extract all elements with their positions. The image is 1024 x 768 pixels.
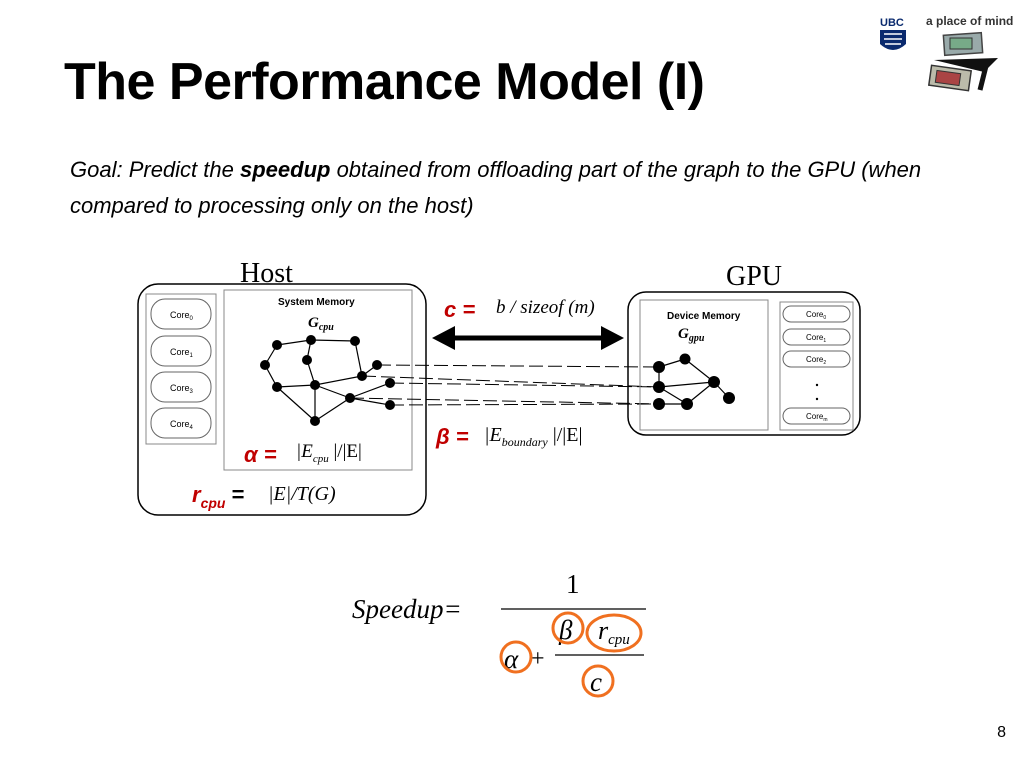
g-gpu-label: Ggpu bbox=[678, 326, 705, 344]
gpu-cores-panel bbox=[779, 301, 854, 431]
host-cores-panel bbox=[145, 293, 217, 445]
beta-highlight bbox=[551, 611, 585, 645]
speedup-r: rcpu bbox=[598, 616, 630, 648]
host-box bbox=[137, 283, 427, 516]
alpha-expression: |Ecpu |/|E| bbox=[296, 441, 362, 465]
host-graph-nodes bbox=[260, 335, 395, 426]
system-memory-box bbox=[223, 289, 413, 471]
logo-tagline: a place of mind bbox=[926, 14, 1014, 28]
gpu-core-m: Corem bbox=[806, 412, 828, 423]
host-graph-edges bbox=[264, 339, 391, 422]
alpha-label: α = bbox=[244, 442, 277, 467]
beta-label: β = bbox=[435, 424, 469, 449]
goal-bold: speedup bbox=[239, 157, 331, 182]
speedup-numerator: 1 bbox=[566, 569, 580, 599]
host-core-3: Core3 bbox=[170, 383, 194, 395]
gpu-core-2: Core2 bbox=[806, 355, 826, 366]
goal-prefix: Goal: Predict the bbox=[70, 157, 240, 182]
rcpu-expression: |E|/T(G) bbox=[268, 483, 336, 505]
boundary-edges bbox=[349, 364, 660, 406]
rcpu-highlight bbox=[585, 613, 643, 653]
g-cpu-label: Gcpu bbox=[308, 315, 334, 333]
speedup-lhs: Speedup= bbox=[352, 594, 462, 624]
gpu-box bbox=[627, 291, 861, 436]
speedup-dot: · bbox=[584, 617, 591, 642]
device-memory-box bbox=[639, 299, 769, 431]
device-memory-label: Device Memory bbox=[667, 311, 741, 322]
speedup-c: c bbox=[590, 667, 602, 697]
speedup-formula: Speedup= 1 α + β · rcpu c bbox=[352, 569, 646, 697]
gpu-graph-nodes bbox=[653, 353, 735, 410]
page-number: 8 bbox=[997, 724, 1006, 741]
gpu-graph-edges bbox=[658, 358, 730, 405]
host-core-4: Core4 bbox=[170, 419, 194, 431]
speedup-beta: β bbox=[558, 615, 573, 645]
goal-suffix: obtained from offloading part of the gra… bbox=[70, 157, 922, 218]
c-label: c = bbox=[444, 297, 475, 322]
alpha-highlight bbox=[499, 640, 533, 674]
system-memory-label: System Memory bbox=[278, 297, 355, 308]
gpu-core-1: Core1 bbox=[806, 333, 826, 344]
gpu-label: GPU bbox=[726, 261, 782, 292]
speedup-alpha: α bbox=[504, 644, 519, 674]
speedup-plus: + bbox=[531, 646, 545, 672]
host-core-0: Core0 bbox=[170, 310, 194, 322]
c-expression: b / sizeof (m) bbox=[496, 297, 595, 318]
ubc-logo: UBC bbox=[880, 17, 906, 50]
host-core-list: Core0 Core1 Core3 Core4 bbox=[150, 298, 212, 439]
rcpu-label: rcpu = bbox=[192, 482, 244, 511]
ubc-logo-text: UBC bbox=[880, 17, 904, 29]
host-label: Host bbox=[240, 258, 293, 289]
beta-expression: |Eboundary |/|E| bbox=[484, 424, 583, 449]
host-core-1: Core1 bbox=[170, 347, 194, 359]
transfer-arrow bbox=[432, 326, 624, 350]
goal-text: Goal: Predict the speedup obtained from … bbox=[70, 152, 950, 224]
chip-logo-icon bbox=[927, 31, 998, 92]
highlight-circles bbox=[499, 611, 643, 698]
slide-title: The Performance Model (I) bbox=[64, 53, 705, 111]
gpu-core-list: Core0 Core1 Core2 Corem bbox=[782, 305, 851, 425]
gpu-core-0: Core0 bbox=[806, 310, 826, 321]
c-highlight bbox=[581, 664, 615, 698]
